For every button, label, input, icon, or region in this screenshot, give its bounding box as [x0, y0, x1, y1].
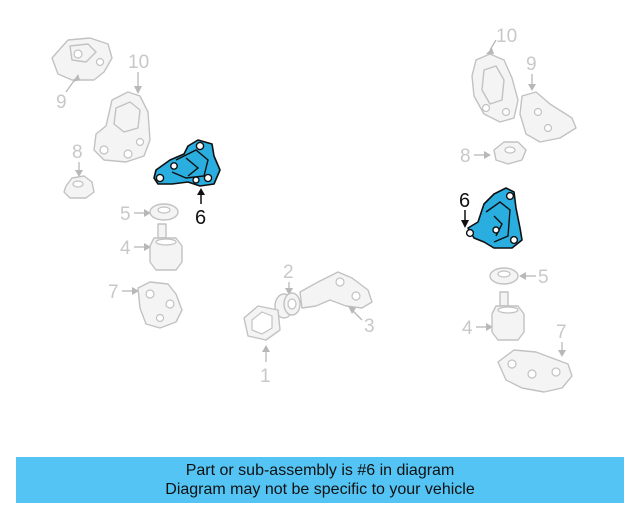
leader-3-mid [348, 306, 363, 321]
part-2-mid [274, 292, 301, 319]
leader-9-right [528, 74, 536, 91]
leader-8-left [75, 162, 83, 177]
callout-10-left: 10 [128, 52, 149, 73]
part-6-left-highlighted [153, 139, 221, 187]
leader-1-mid [262, 345, 270, 362]
part-8-right [493, 141, 527, 165]
callout-8-right: 8 [460, 146, 471, 167]
leader-5-right [519, 272, 536, 280]
callout-7-left: 7 [108, 282, 119, 303]
leader-5-left [134, 209, 151, 217]
info-banner: Part or sub-assembly is #6 in diagram Di… [16, 457, 624, 503]
part-9-right [519, 91, 577, 143]
callout-5-right: 5 [538, 267, 549, 288]
part-10-right [471, 53, 519, 123]
part-7-right [497, 349, 573, 393]
callout-9-right: 9 [526, 54, 537, 75]
callout-4-right: 4 [462, 318, 473, 339]
leader-7-left [122, 287, 139, 295]
part-6-right-highlighted [465, 187, 523, 249]
leader-7-right [558, 342, 566, 357]
leader-6-left [197, 188, 205, 204]
callout-4-left: 4 [120, 238, 131, 259]
parts-diagram: 9 10 8 6 5 [51, 26, 577, 393]
part-1-mid [243, 305, 281, 341]
part-7-left [137, 281, 183, 329]
part-5-left [149, 203, 179, 221]
leader-4-left [134, 243, 151, 251]
part-5-right [489, 267, 519, 285]
leader-10-left [134, 72, 142, 94]
leader-4-right [476, 323, 493, 331]
part-3-mid [299, 271, 373, 309]
callout-5-left: 5 [120, 204, 131, 225]
callout-2-mid: 2 [283, 262, 294, 283]
callout-6-right: 6 [459, 190, 470, 212]
part-9-left [51, 37, 113, 81]
leader-9-left [65, 74, 80, 93]
leader-8-right [474, 151, 491, 159]
callout-3-mid: 3 [364, 316, 375, 337]
part-4-left [149, 223, 183, 271]
callout-10-right: 10 [496, 26, 517, 47]
part-10-left [93, 91, 151, 163]
part-4-right [491, 291, 525, 341]
callout-7-right: 7 [556, 322, 567, 343]
leader-10-right [486, 39, 497, 54]
leader-2-mid [285, 282, 293, 295]
part-8-left [63, 175, 95, 199]
callout-6-left: 6 [195, 207, 206, 229]
banner-line-disclaimer: Diagram may not be specific to your vehi… [165, 481, 475, 498]
callout-9-left: 9 [56, 92, 67, 113]
callout-8-left: 8 [72, 142, 83, 163]
leader-6-right [461, 210, 469, 228]
banner-line-part-number: Part or sub-assembly is #6 in diagram [185, 462, 455, 479]
callout-1-mid: 1 [260, 366, 271, 387]
